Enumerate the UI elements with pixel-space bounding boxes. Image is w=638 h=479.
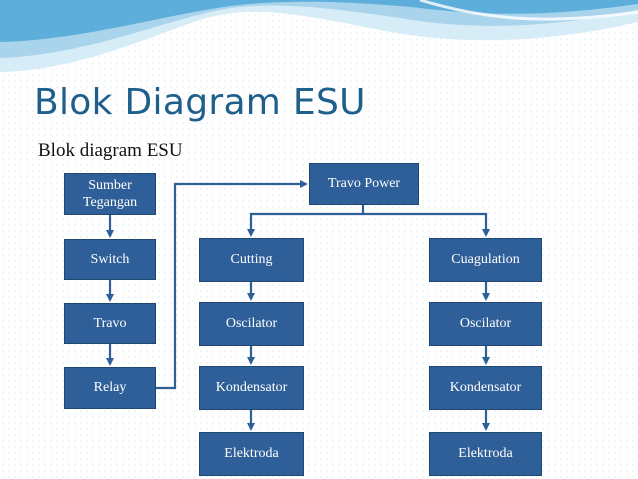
block-sumber-tegangan: Sumber Tegangan [64,173,156,215]
block-label: Oscilator [225,316,278,332]
block-label: Cutting [230,252,273,268]
block-coag-kondensator: Kondensator [429,366,542,410]
block-label: Switch [90,251,130,267]
block-cut-oscilator: Oscilator [199,302,304,346]
block-label: Travo [93,315,127,331]
header-wave-decoration [0,0,638,72]
block-coag-oscilator: Oscilator [429,302,542,346]
block-label: Travo Power [327,176,401,192]
block-coag-elektroda: Elektroda [429,432,542,476]
slide-title: Blok Diagram ESU [34,82,366,123]
block-travo: Travo [64,303,156,344]
block-relay: Relay [64,367,156,409]
slide-subtitle: Blok diagram ESU [38,140,183,161]
block-cuagulation: Cuagulation [429,238,542,282]
block-label: Oscilator [459,316,512,332]
block-switch: Switch [64,239,156,280]
block-label: Sumber Tegangan [82,177,138,211]
block-label: Elektroda [458,446,513,462]
block-label: Cuagulation [451,252,520,268]
block-label: Kondensator [449,380,522,396]
block-label: Elektroda [224,446,279,462]
block-cut-kondensator: Kondensator [199,366,304,410]
block-label: Kondensator [215,380,288,396]
block-label: Relay [93,380,127,396]
block-travo-power: Travo Power [309,163,419,205]
block-cut-elektroda: Elektroda [199,432,304,476]
block-cutting: Cutting [199,238,304,282]
